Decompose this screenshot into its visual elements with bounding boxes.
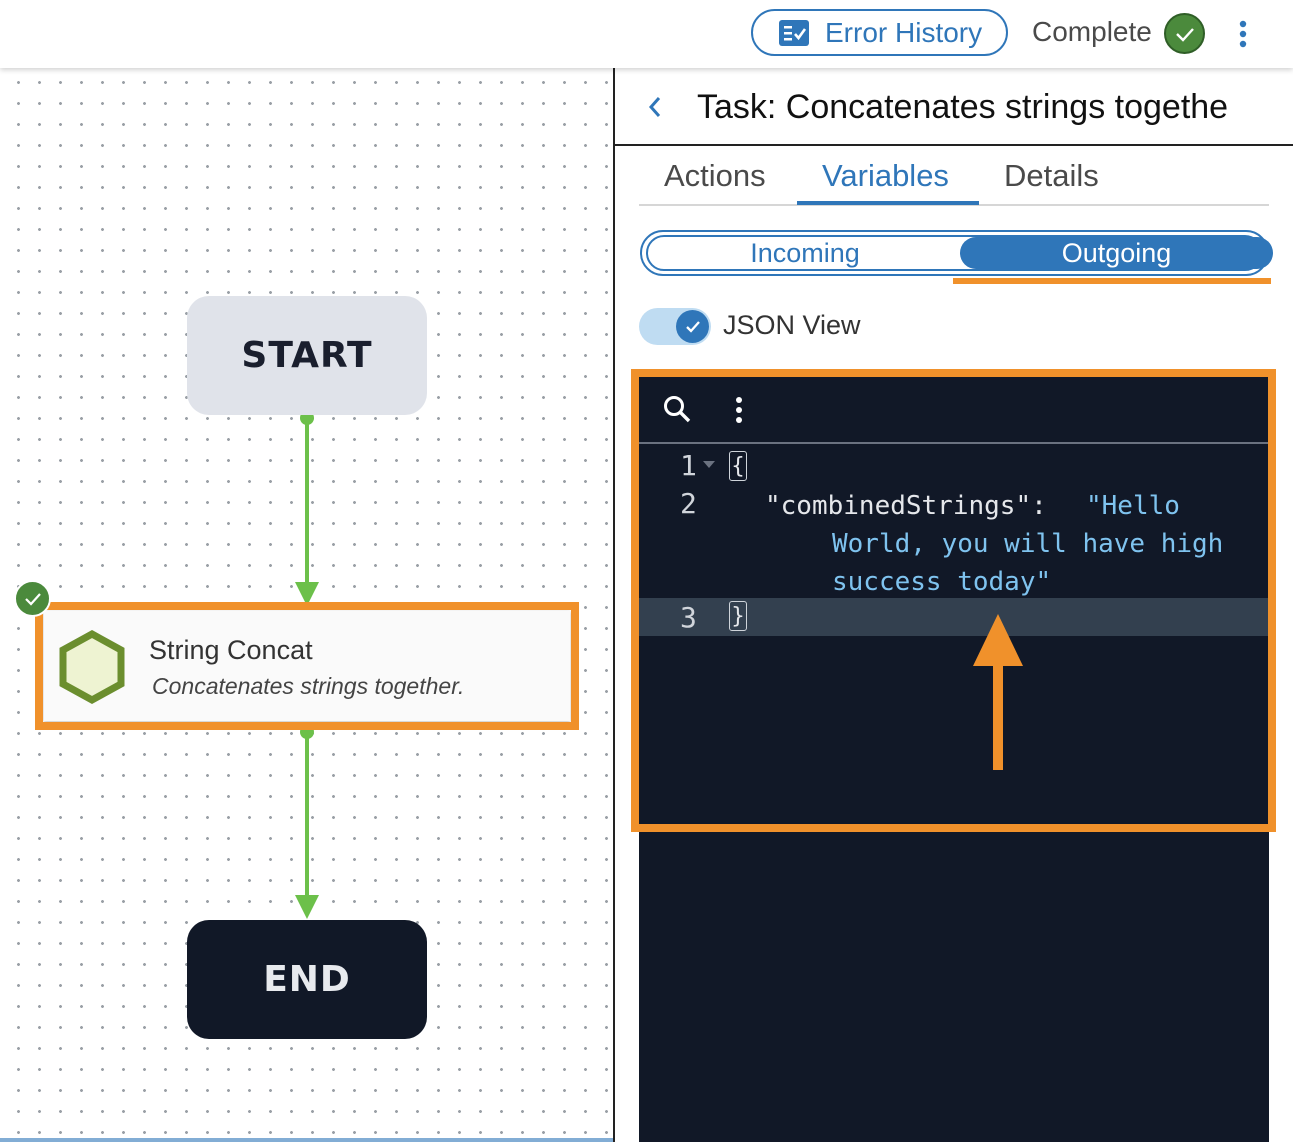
arrow-up-annotation-icon <box>973 614 1023 770</box>
task-node-string-concat[interactable]: String Concat Concatenates strings toget… <box>35 602 579 730</box>
tab-variables[interactable]: Variables <box>822 158 949 193</box>
error-history-label: Error History <box>825 16 983 48</box>
close-brace: } <box>729 601 747 631</box>
open-brace: { <box>729 451 747 481</box>
check-icon <box>676 310 709 343</box>
kebab-menu-icon[interactable] <box>1228 14 1258 54</box>
active-tab-indicator <box>797 201 979 205</box>
json-value-line: "Hello <box>1086 491 1180 521</box>
tab-actions[interactable]: Actions <box>664 158 766 193</box>
segment-track: Incoming Outgoing <box>646 235 1273 271</box>
start-node[interactable]: START <box>187 296 427 415</box>
tab-details[interactable]: Details <box>1004 158 1099 193</box>
json-view-switch[interactable] <box>639 308 711 345</box>
line-number: 1 <box>680 449 697 482</box>
check-circle-icon <box>14 580 51 617</box>
chevron-left-icon[interactable] <box>640 92 670 122</box>
hexagon-icon <box>59 630 125 704</box>
editor-toolbar <box>639 376 1269 444</box>
json-view-label: JSON View <box>723 310 861 340</box>
editor-menu-icon[interactable] <box>728 394 750 426</box>
checklist-icon <box>779 19 809 46</box>
segment-incoming[interactable]: Incoming <box>750 237 860 268</box>
panel-header <box>615 68 1293 146</box>
segment-outgoing[interactable]: Outgoing <box>960 237 1273 269</box>
panel-tabs: Actions Variables Details <box>639 154 1269 206</box>
task-name: String Concat <box>149 635 313 665</box>
line-number: 3 <box>680 601 697 634</box>
status-label: Complete <box>1032 16 1152 47</box>
top-bar: Error History Complete <box>0 0 1293 68</box>
end-node[interactable]: END <box>187 920 427 1039</box>
panel-divider[interactable] <box>613 68 615 1142</box>
fold-arrow-icon[interactable] <box>703 461 715 468</box>
json-key: "combinedStrings": <box>765 491 1063 521</box>
canvas-scrollbar[interactable] <box>0 1138 613 1142</box>
panel-title: Task: Concatenates strings togethe <box>697 88 1229 126</box>
line-number: 2 <box>680 487 697 520</box>
outgoing-highlight-underline <box>953 278 1271 284</box>
error-history-button[interactable]: Error History <box>751 9 1008 56</box>
json-value-line: World, you will have high <box>832 529 1224 559</box>
search-icon[interactable] <box>662 394 692 429</box>
task-description: Concatenates strings together. <box>152 673 465 699</box>
variables-direction-toggle: Incoming Outgoing <box>640 230 1273 276</box>
json-value-line: success today" <box>832 567 1052 597</box>
json-editor[interactable] <box>639 376 1269 1142</box>
check-circle-icon <box>1164 13 1205 54</box>
